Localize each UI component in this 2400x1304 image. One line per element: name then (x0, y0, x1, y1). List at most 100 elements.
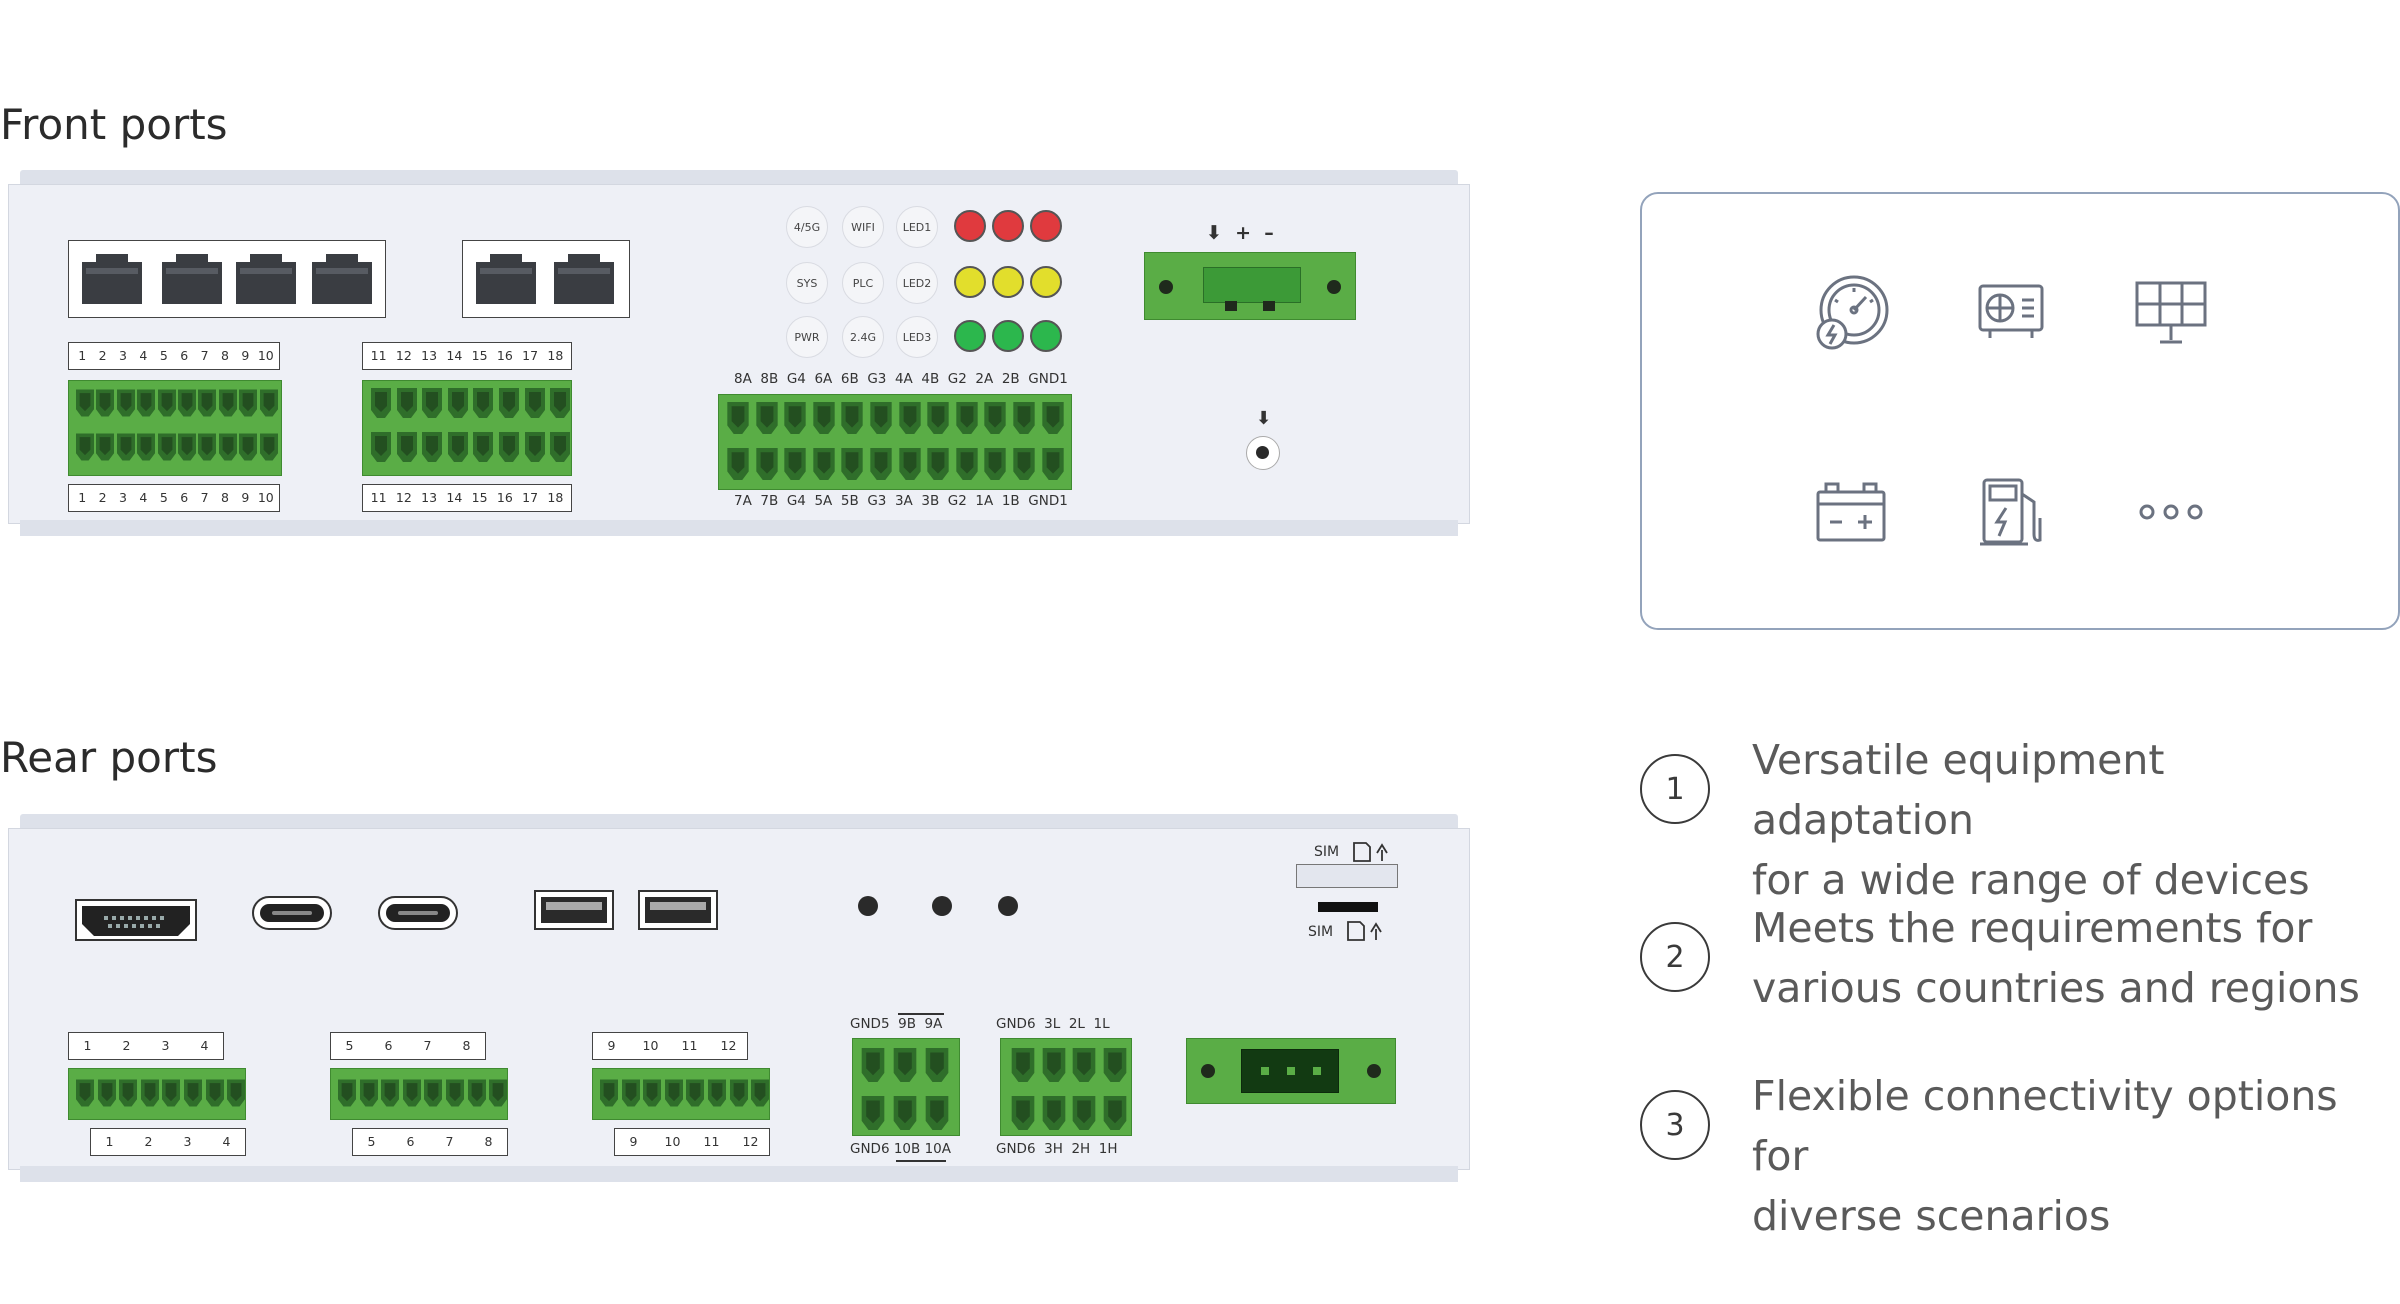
port-number: 5 (345, 1038, 354, 1053)
rear-b1-top-labels (68, 1032, 224, 1060)
usb-a-port-1 (534, 890, 614, 930)
port-number: 2 (144, 1134, 153, 1149)
rear-terminal4-pin (924, 1048, 950, 1082)
port-number: 4 (139, 490, 148, 505)
port-number: 6 (180, 348, 189, 363)
rear-bank3-pin (708, 1078, 726, 1108)
indicator-red-2 (992, 210, 1024, 242)
port-number: 7 (200, 490, 209, 505)
port-number: 15 (471, 348, 488, 363)
led-label-led1: LED1 (896, 206, 938, 248)
feature-number-3: 3 (1640, 1090, 1710, 1160)
front-bank2-pin (370, 388, 392, 418)
led-label-pwr: PWR (786, 316, 828, 358)
port-number: 9 (241, 348, 250, 363)
port-number: 2 (98, 490, 107, 505)
front-bank2-pin (472, 388, 494, 418)
feature-text-2: Meets the requirements for various count… (1752, 898, 2392, 1018)
port-number: 1 (78, 348, 87, 363)
rear-b1-bottom-labels (90, 1128, 246, 1156)
port-number: 12 (720, 1038, 737, 1053)
port-number: 9 (607, 1038, 616, 1053)
rear-terminal4-pin (892, 1048, 918, 1082)
front-bank2-pin (524, 388, 546, 418)
rear-t1-top-labels: GND5 9B 9A (850, 1016, 943, 1032)
port-number: 11 (370, 490, 387, 505)
port-number: 12 (742, 1134, 759, 1149)
front-terminal-pin (726, 448, 750, 480)
rear-terminal4-pin (892, 1096, 918, 1130)
port-number: 17 (522, 348, 539, 363)
battery-icon (1816, 482, 1886, 542)
port-number: 3 (183, 1134, 192, 1149)
led-label-sys: SYS (786, 262, 828, 304)
front-terminal-pin (869, 448, 893, 480)
front-terminal-pin (812, 402, 836, 434)
front-terminal-pin (955, 448, 979, 480)
rear-bank1-pin (227, 1078, 246, 1108)
port-number: 11 (703, 1134, 720, 1149)
indicator-green-3 (1030, 320, 1062, 352)
front-bank1-pin (198, 432, 217, 462)
port-number: 5 (159, 490, 168, 505)
port-number: 16 (496, 348, 513, 363)
sim-bottom-label: SIM (1308, 924, 1334, 940)
rear-terminal5-pin (1102, 1096, 1128, 1130)
front-bank2-pin (447, 432, 469, 462)
rear-terminal4-pin (860, 1096, 886, 1130)
port-number: 5 (159, 348, 168, 363)
led-label-led3: LED3 (896, 316, 938, 358)
port-number: 10 (664, 1134, 681, 1149)
rear-t1-bottom-labels: GND6 10B 10A (850, 1141, 951, 1157)
usb-c-port-2 (378, 896, 458, 930)
ethernet-port-2 (160, 252, 224, 306)
port-number: 12 (395, 490, 412, 505)
rear-panel (8, 814, 1470, 1184)
feature-2-line-2: various countries and regions (1752, 964, 2360, 1012)
sim-card-icon-top (1353, 842, 1388, 862)
rear-bank3-pin (751, 1078, 770, 1108)
port-number: 4 (222, 1134, 231, 1149)
front-terminal-pin (926, 402, 950, 434)
rear-bank1-pin (140, 1078, 159, 1108)
port-number: 7 (200, 348, 209, 363)
front-terminal-pin (926, 448, 950, 480)
hdmi-port (75, 899, 197, 941)
port-number: 13 (421, 348, 438, 363)
rear-bank3-pin (600, 1078, 618, 1108)
front-bank1-pin (96, 388, 115, 418)
port-number: 11 (370, 348, 387, 363)
port-number: 1 (78, 490, 87, 505)
rear-bank2-pin (424, 1078, 443, 1108)
indicator-green-2 (992, 320, 1024, 352)
port-number: 4 (200, 1038, 209, 1053)
rear-terminal4-pin (860, 1048, 886, 1082)
inverter-icon (1978, 284, 2044, 338)
front-terminal-pin (726, 402, 750, 434)
port-number: 2 (122, 1038, 131, 1053)
front-bank2-pin (447, 388, 469, 418)
terminal-top-labels: 8A 8B G4 6A 6B G3 4A 4B G2 2A 2B GND1 (734, 371, 1068, 387)
ethernet-port-5 (474, 252, 538, 306)
front-bank1-pin (157, 388, 176, 418)
port-number: 15 (471, 490, 488, 505)
front-bank2-pin (396, 388, 418, 418)
front-bank1-pin (218, 388, 237, 418)
port-number: 3 (119, 348, 127, 363)
indicator-red-1 (954, 210, 986, 242)
front-terminal-pin (755, 448, 779, 480)
terminal-bottom-labels: 7A 7B G4 5A 5B G3 3A 3B G2 1A 1B GND1 (734, 493, 1068, 509)
front-bank2-pin (472, 432, 494, 462)
front-bank1-pin (157, 432, 176, 462)
port-number: 3 (119, 490, 127, 505)
front-terminal-pin (869, 402, 893, 434)
sim-slot-bottom (1318, 902, 1378, 912)
feature-3-line-1: Flexible connectivity options for (1752, 1072, 2338, 1180)
rear-terminal5-pin (1102, 1048, 1128, 1082)
port-number: 18 (547, 348, 564, 363)
rear-bank1-pin (184, 1078, 202, 1108)
port-number: 5 (367, 1134, 376, 1149)
rear-terminal5-pin (1041, 1096, 1067, 1130)
front-terminal-pin (783, 448, 807, 480)
port-number: 8 (462, 1038, 471, 1053)
